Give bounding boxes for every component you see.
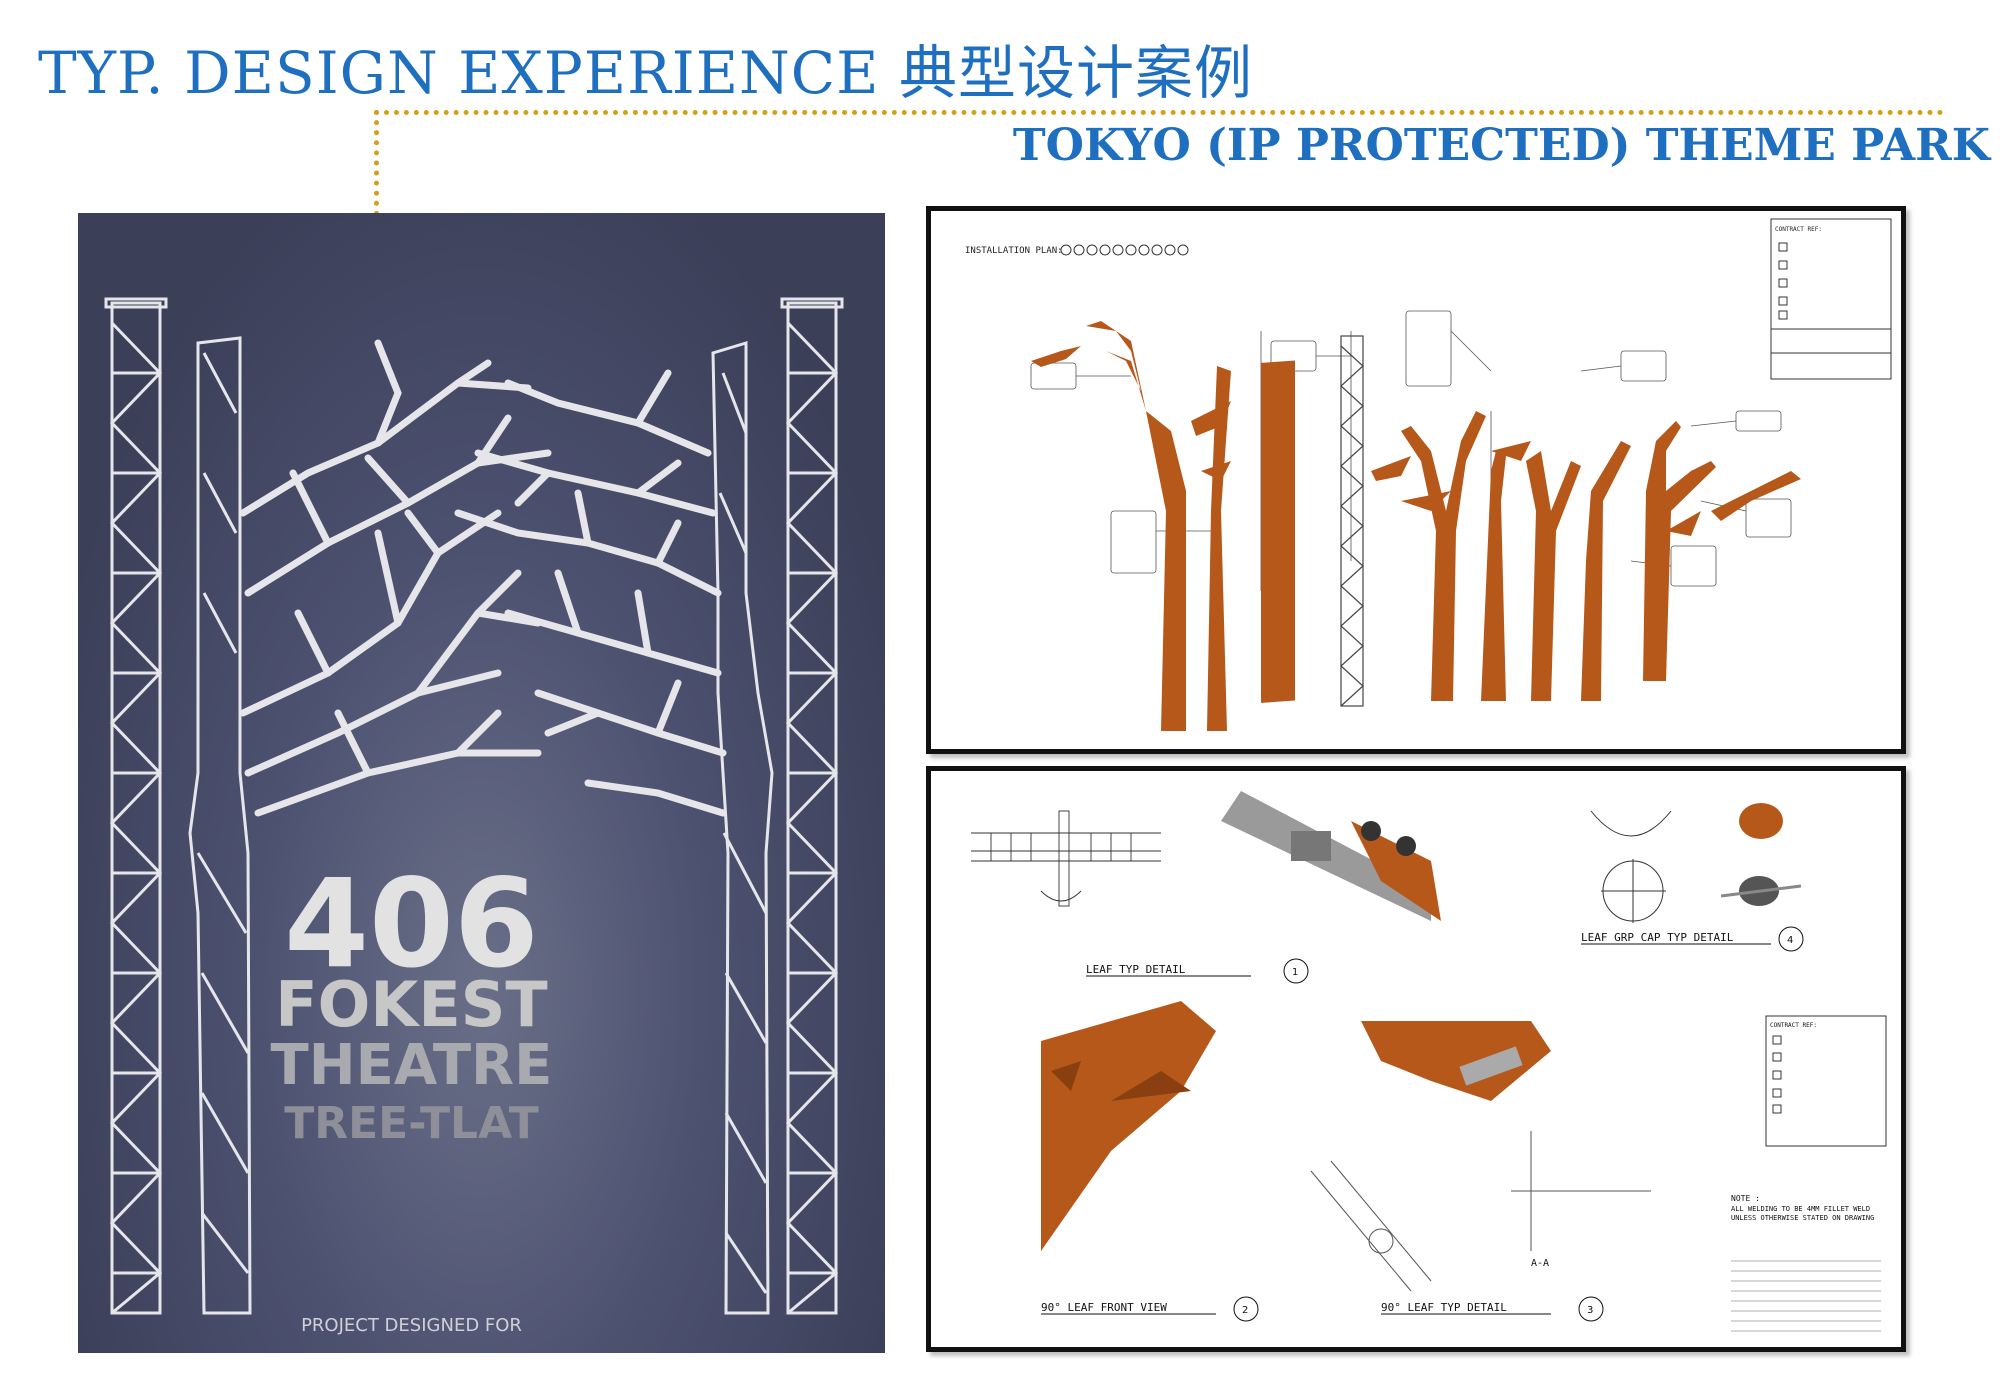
detail-drawings: LEAF TYP DETAIL 1 LEAF GRP CAP TYP DETAI… <box>971 791 1887 1332</box>
poster-footer: PROJECT DESIGNED FOR <box>301 1315 522 1336</box>
grp-cap-3d <box>1720 803 1802 906</box>
project-subtitle: TOKYO (IP PROTECTED) THEME PARK <box>1012 120 1990 171</box>
detail-4-title: LEAF GRP CAP TYP DETAIL <box>1581 931 1734 944</box>
detail-4-number: 4 <box>1787 935 1793 946</box>
detail-sheet: LEAF TYP DETAIL 1 LEAF GRP CAP TYP DETAI… <box>926 766 1906 1352</box>
detail-1-marker <box>1283 958 1309 984</box>
material-notes-lines <box>1731 1260 1881 1332</box>
dotted-divider <box>374 110 1944 115</box>
left-truss-lattice <box>109 321 163 1315</box>
detail-1-title: LEAF TYP DETAIL <box>1086 963 1186 976</box>
installation-plan-sheet: INSTALLATION PLAN: CONTRACT REF: <box>926 206 1906 754</box>
poster-line-2: THEATRE <box>270 1033 553 1098</box>
detail-3-number: 3 <box>1587 1305 1593 1316</box>
detail-2-number: 2 <box>1242 1305 1248 1316</box>
dotted-connector <box>374 110 379 216</box>
detail-3-title: 90° LEAF TYP DETAIL <box>1381 1301 1507 1314</box>
page-title: TYP. DESIGN EXPERIENCE 典型设计案例 <box>38 39 1253 107</box>
contract-ref-box-2 <box>1765 1015 1887 1147</box>
leaf-bracket-3d <box>1221 791 1441 921</box>
note-text: ALL WELDING TO BE 4MM FILLET WELD UNLESS… <box>1731 1205 1875 1222</box>
leaf-typ-90-drawing <box>1310 1021 1651 1292</box>
detail-2-title: 90° LEAF FRONT VIEW <box>1041 1301 1167 1314</box>
section-label: A-A <box>1531 1258 1549 1269</box>
rust-trees <box>1031 321 1801 731</box>
poster-line-1: FOKEST <box>275 968 548 1041</box>
contract-ref-label: CONTRACT REF: <box>1775 226 1822 233</box>
truss-tree-illustration <box>104 297 844 1315</box>
note-title: NOTE : <box>1731 1194 1760 1203</box>
leaf-front-view-drawing <box>1041 1001 1216 1251</box>
theatre-poster: 406 FOKEST THEATRE TREE-TLAT PROJECT DES… <box>78 213 885 1353</box>
grp-cap-detail <box>1590 810 1672 923</box>
truss-column <box>1340 335 1364 707</box>
poster-number: 406 <box>284 853 539 995</box>
contract-ref-box <box>1770 218 1892 380</box>
detail-1-number: 1 <box>1292 967 1298 978</box>
poster-line-3: TREE-TLAT <box>284 1098 539 1149</box>
leaf-typ-detail-drawing <box>971 810 1161 907</box>
installation-plan-drawing: INSTALLATION PLAN: CONTRACT REF: <box>965 218 1892 731</box>
contract-ref-label-2: CONTRACT REF: <box>1770 1022 1817 1029</box>
installation-plan-label: INSTALLATION PLAN: <box>965 246 1063 256</box>
